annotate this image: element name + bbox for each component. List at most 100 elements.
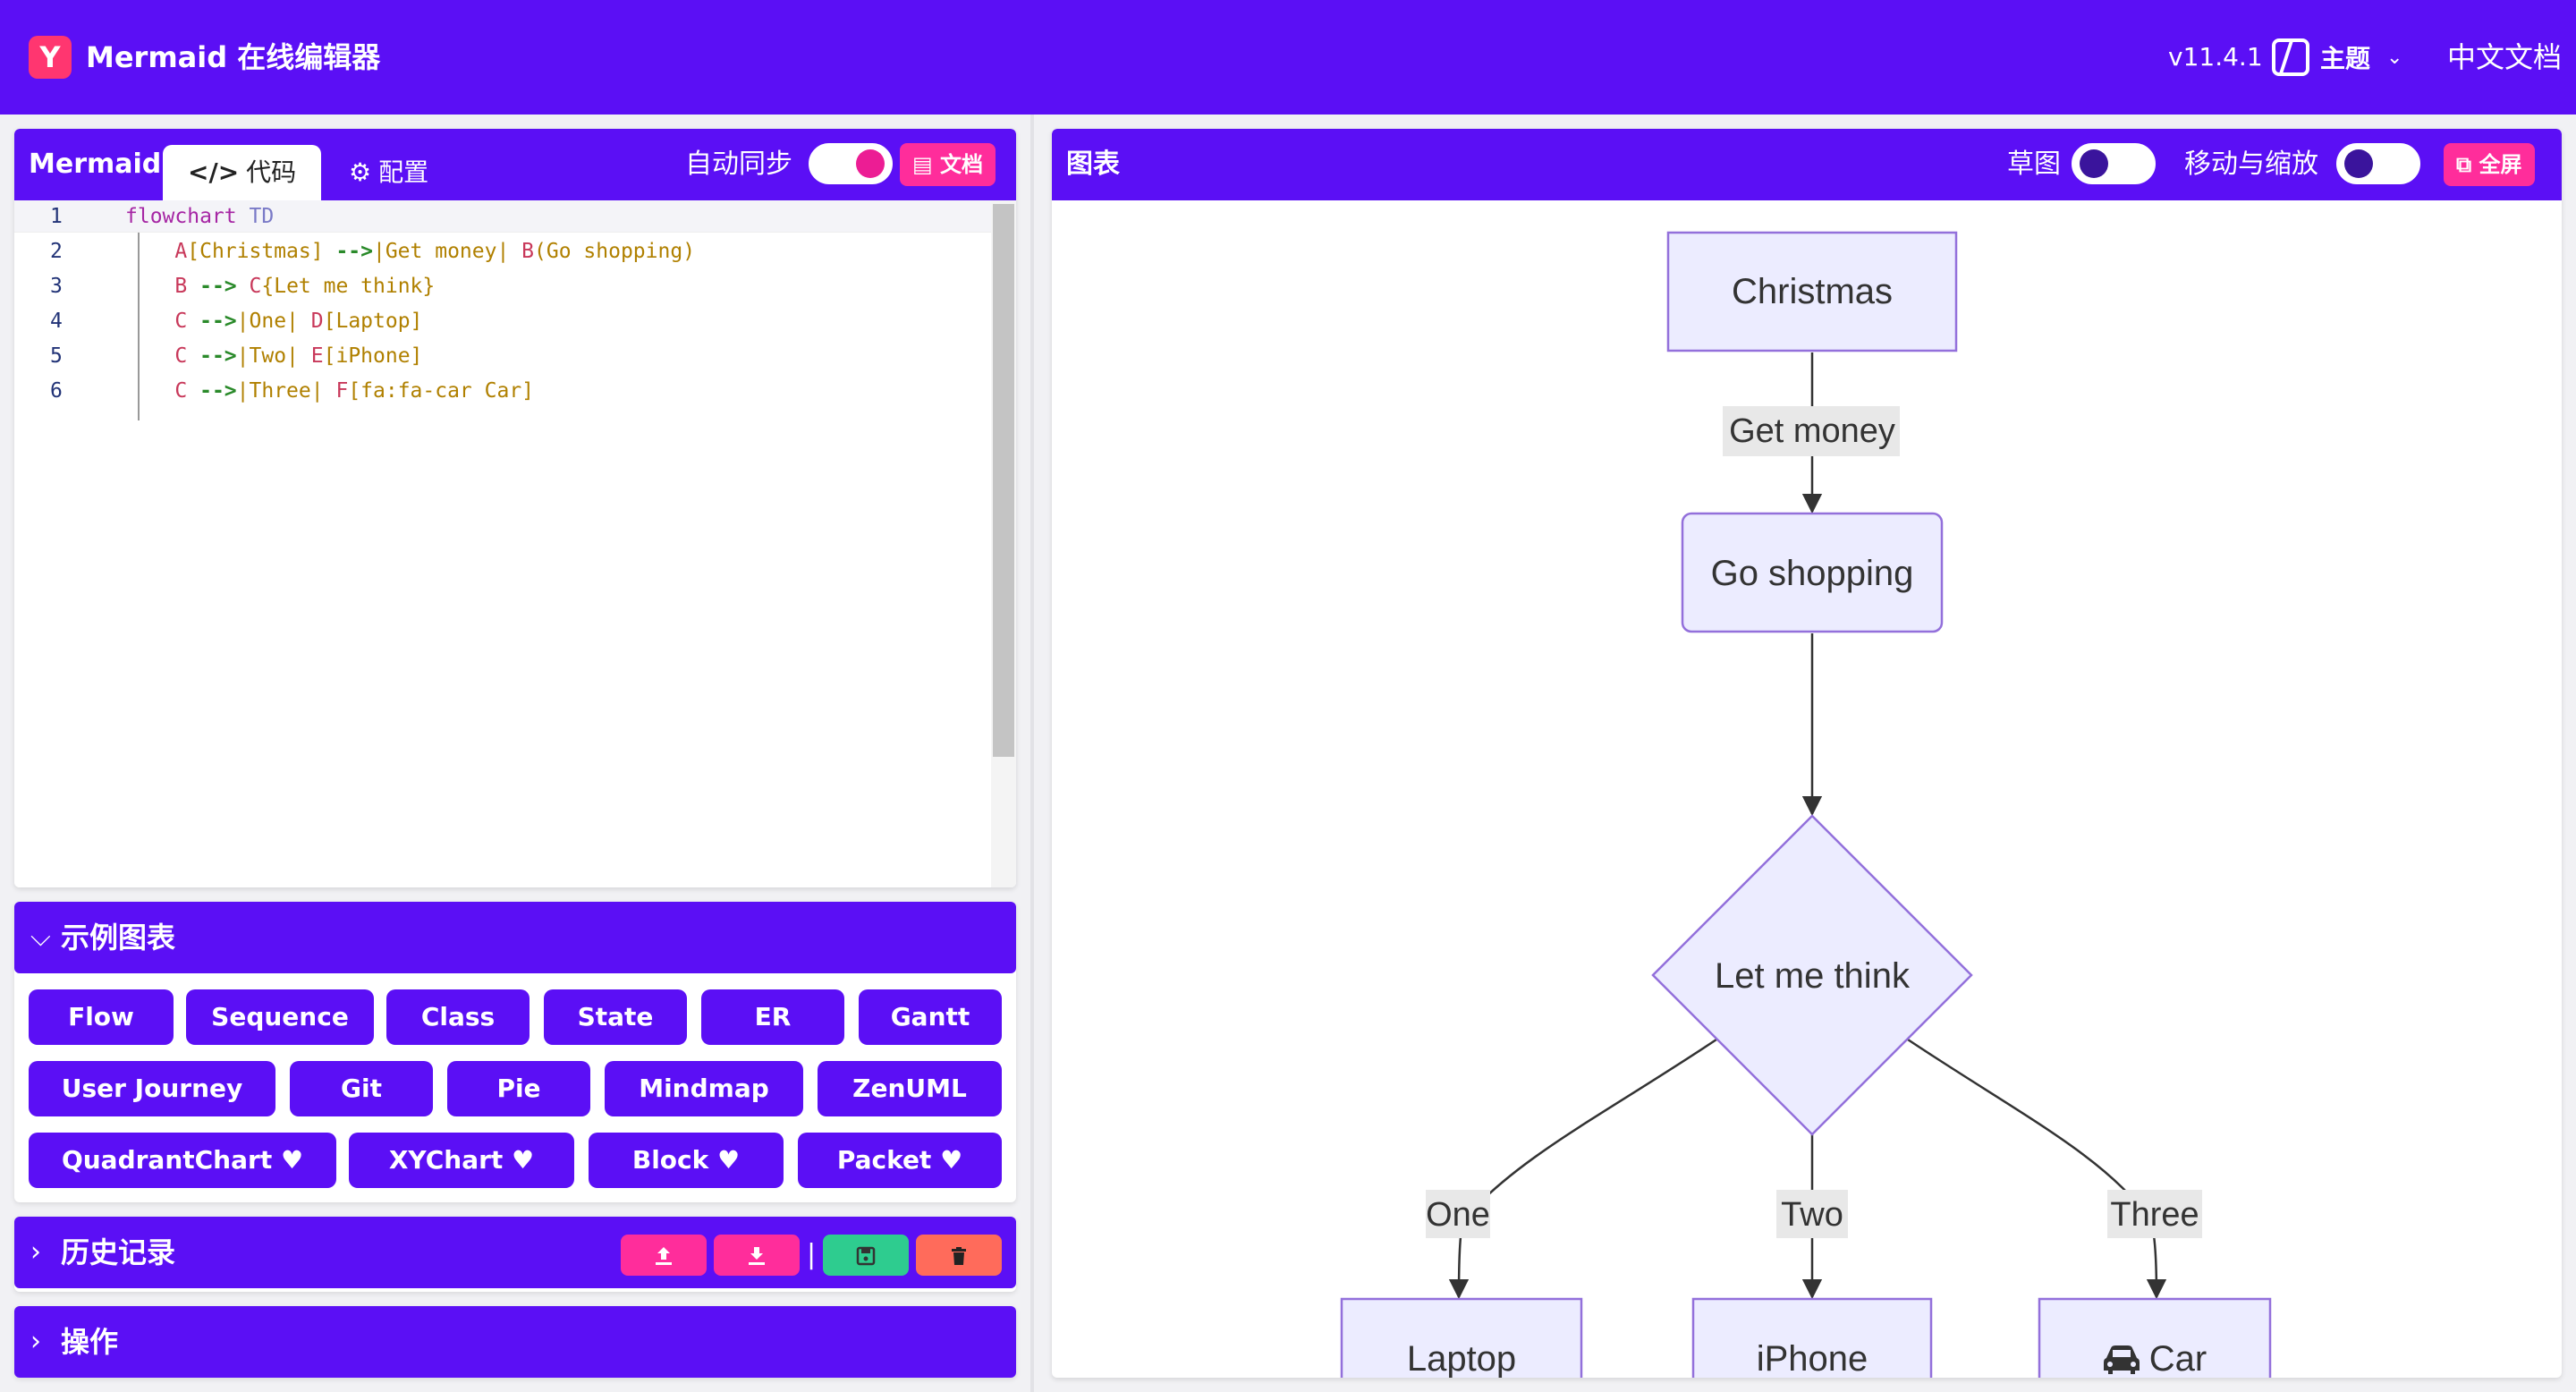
palette-icon bbox=[2272, 38, 2309, 76]
example-button-packet[interactable]: Packet ♥ bbox=[798, 1133, 1002, 1188]
tab-config-label: 配置 bbox=[378, 157, 429, 187]
line-number: 1 bbox=[50, 205, 63, 228]
edge-label-one: One bbox=[1426, 1196, 1490, 1234]
code-line[interactable]: 5 C -->|Two| E[iPhone] bbox=[14, 340, 998, 372]
download-button[interactable] bbox=[714, 1235, 800, 1276]
history-header[interactable]: › 历史记录 | bbox=[14, 1217, 1016, 1288]
edge-label-bg bbox=[1776, 1190, 1848, 1238]
edge-think-laptop bbox=[1448, 1038, 1717, 1300]
example-button-quadrantchart[interactable]: QuadrantChart ♥ bbox=[29, 1133, 336, 1188]
heart-icon: ♥ bbox=[708, 1145, 741, 1175]
example-button-er[interactable]: ER bbox=[701, 989, 844, 1045]
docs-button[interactable]: ▤ 文档 bbox=[900, 143, 996, 186]
theme-menu-button[interactable]: 主题 ⌄ bbox=[2272, 36, 2402, 79]
node-let-me-think[interactable] bbox=[1651, 814, 1973, 1136]
history-title: 历史记录 bbox=[61, 1235, 176, 1269]
example-button-label: State bbox=[577, 1002, 654, 1031]
example-button-flow[interactable]: Flow bbox=[29, 989, 174, 1045]
example-button-gantt[interactable]: Gantt bbox=[859, 989, 1002, 1045]
node-christmas[interactable] bbox=[1666, 231, 1958, 352]
node-iphone-label: iPhone bbox=[1757, 1339, 1868, 1378]
tab-code-label: 代码 bbox=[246, 157, 297, 187]
code-line[interactable]: 2 A[Christmas] -->|Get money| B(Go shopp… bbox=[14, 235, 998, 267]
example-button-label: Gantt bbox=[890, 1002, 970, 1031]
toggle-knob bbox=[856, 149, 885, 178]
line-number: 2 bbox=[50, 240, 63, 263]
autosync-toggle[interactable] bbox=[809, 143, 893, 184]
editor-header: Mermaid </>代码 ⚙配置 自动同步 ▤ 文档 bbox=[14, 129, 1016, 200]
save-button[interactable] bbox=[823, 1235, 909, 1276]
line-number: 3 bbox=[50, 275, 63, 298]
edge-label-bg bbox=[1426, 1190, 1490, 1238]
code-line[interactable]: 6 C -->|Three| F[fa:fa-car Car] bbox=[14, 375, 998, 407]
fullscreen-label: 全屏 bbox=[2479, 152, 2522, 177]
example-button-git[interactable]: Git bbox=[290, 1061, 433, 1116]
code-editor[interactable]: 1 flowchart TD 2 A[Christmas] -->|Get mone… bbox=[14, 200, 1016, 887]
example-button-label: ZenUML bbox=[852, 1074, 967, 1103]
code-text: flowchart TD bbox=[125, 205, 275, 228]
docs-button-label: 文档 bbox=[940, 152, 984, 177]
example-button-xychart[interactable]: XYChart ♥ bbox=[349, 1133, 574, 1188]
actions-header[interactable]: › 操作 bbox=[14, 1306, 1016, 1378]
toggle-knob bbox=[2080, 149, 2108, 178]
download-icon bbox=[749, 1246, 765, 1265]
tab-config[interactable]: ⚙配置 bbox=[324, 145, 453, 200]
node-christmas-label: Christmas bbox=[1732, 272, 1893, 311]
top-bar: Y Mermaid 在线编辑器 v11.4.1 主题 ⌄ 中文文档 bbox=[0, 0, 2576, 115]
example-button-pie[interactable]: Pie bbox=[447, 1061, 590, 1116]
heart-icon: ♥ bbox=[503, 1145, 535, 1175]
flowchart-svg: Get money One Two Three Christmas Go sho… bbox=[1340, 231, 2272, 1378]
code-text: A[Christmas] -->|Get money| B(Go shoppin… bbox=[174, 240, 696, 263]
diagram-header: 图表 草图 移动与缩放 ⧉ 全屏 bbox=[1052, 129, 2562, 200]
chevron-down-icon: ⌵ bbox=[30, 921, 51, 953]
node-laptop[interactable] bbox=[1340, 1297, 1583, 1378]
docs-link[interactable]: 中文文档 bbox=[2447, 40, 2563, 74]
example-button-state[interactable]: State bbox=[544, 989, 687, 1045]
example-button-label: QuadrantChart bbox=[61, 1145, 273, 1175]
version-label[interactable]: v11.4.1 bbox=[2168, 42, 2263, 72]
example-button-label: XYChart bbox=[388, 1145, 504, 1175]
editor-title: Mermaid bbox=[29, 149, 162, 180]
panzoom-toggle[interactable] bbox=[2336, 143, 2420, 184]
code-line[interactable]: 1 flowchart TD bbox=[14, 200, 998, 233]
history-section: › 历史记录 | bbox=[14, 1217, 1016, 1292]
upload-button[interactable] bbox=[621, 1235, 707, 1276]
sketch-toggle[interactable] bbox=[2072, 143, 2156, 184]
edge-think-car bbox=[1907, 1038, 2167, 1300]
node-car[interactable] bbox=[2038, 1297, 2272, 1378]
tab-code[interactable]: </>代码 bbox=[163, 145, 322, 200]
history-separator: | bbox=[807, 1239, 817, 1270]
example-button-label: Packet bbox=[836, 1145, 932, 1175]
example-button-user-journey[interactable]: User Journey bbox=[29, 1061, 275, 1116]
code-line[interactable]: 4 C -->|One| D[Laptop] bbox=[14, 305, 998, 337]
editor-scrollbar[interactable] bbox=[991, 200, 1016, 887]
example-button-zenuml[interactable]: ZenUML bbox=[818, 1061, 1002, 1116]
example-button-label: Git bbox=[341, 1074, 382, 1103]
edge-label-bg bbox=[2107, 1190, 2202, 1238]
pane-divider[interactable] bbox=[1030, 115, 1034, 1392]
code-text: C -->|One| D[Laptop] bbox=[174, 310, 423, 333]
example-button-label: Flow bbox=[68, 1002, 134, 1031]
example-button-label: ER bbox=[754, 1002, 792, 1031]
diagram-canvas[interactable]: Get money One Two Three Christmas Go sho… bbox=[1052, 200, 2562, 1378]
delete-button[interactable] bbox=[916, 1235, 1002, 1276]
current-line-highlight bbox=[14, 200, 1007, 233]
example-button-mindmap[interactable]: Mindmap bbox=[605, 1061, 803, 1116]
node-go-shopping[interactable] bbox=[1681, 512, 1944, 633]
fullscreen-button[interactable]: ⧉ 全屏 bbox=[2444, 143, 2535, 186]
example-button-sequence[interactable]: Sequence bbox=[186, 989, 374, 1045]
example-button-class[interactable]: Class bbox=[386, 989, 530, 1045]
gear-icon: ⚙ bbox=[349, 157, 372, 187]
heart-icon: ♥ bbox=[272, 1145, 304, 1175]
node-iphone[interactable] bbox=[1691, 1297, 1933, 1378]
node-car-label: Car bbox=[2149, 1339, 2207, 1378]
examples-header[interactable]: ⌵ 示例图表 bbox=[14, 902, 1016, 973]
scrollbar-thumb[interactable] bbox=[993, 204, 1014, 757]
save-icon bbox=[856, 1246, 876, 1265]
code-line[interactable]: 3 B --> C{Let me think} bbox=[14, 270, 998, 302]
node-laptop-label: Laptop bbox=[1407, 1339, 1516, 1378]
example-button-block[interactable]: Block ♥ bbox=[589, 1133, 784, 1188]
node-let-me-think-label: Let me think bbox=[1715, 956, 1911, 996]
code-icon: </> bbox=[188, 157, 240, 187]
